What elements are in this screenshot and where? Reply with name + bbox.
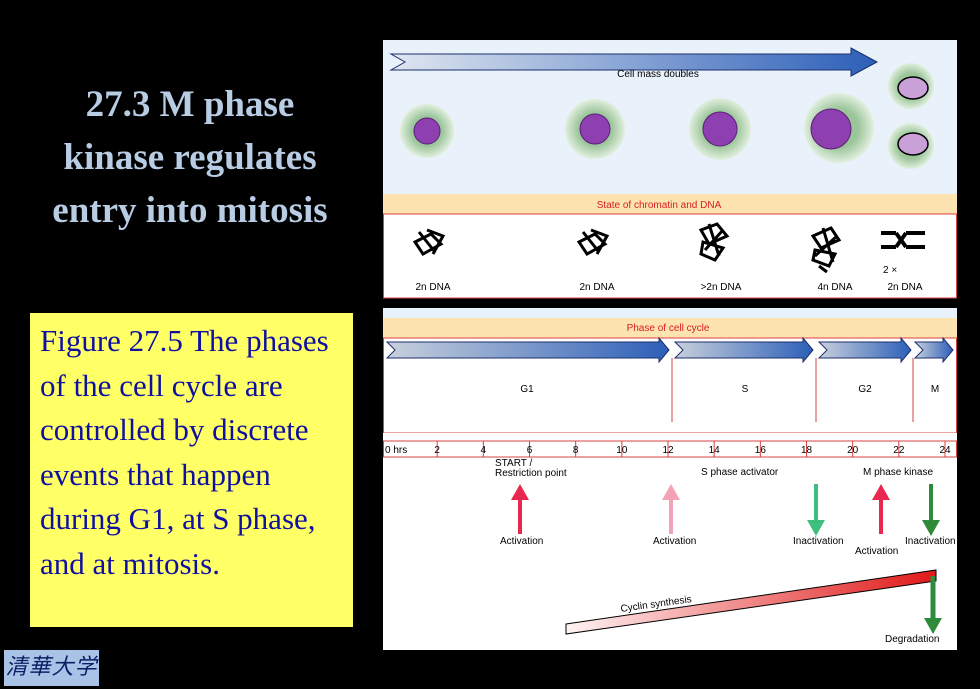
chromatin-header: State of chromatin and DNA [597,200,722,211]
time-tick-label: 6 [527,445,533,456]
chromatin-icon [698,222,730,262]
activation-label: Activation [653,536,696,547]
title-line: 27.3 M phase [85,84,295,125]
chromatin-panel [383,213,957,299]
cell-icon [804,93,874,163]
phase-arrows [385,336,954,364]
title-line: entry into mitosis [52,190,328,231]
cell-mass-arrow [389,47,879,77]
event-title: Restriction point [495,468,567,479]
phase-header: Phase of cell cycle [627,323,710,334]
time-tick-label: 24 [939,445,951,456]
cell-cycle-figure: Cell mass doubles State of chromatin and… [383,40,957,650]
event-title: START / [495,458,532,469]
cell-icon [400,104,454,158]
phase-label-s: S [742,384,749,395]
time-axis [383,440,957,458]
time-tick-label: 22 [893,445,905,456]
phase-header-bar [383,318,957,338]
inactivation-arrow [807,484,825,536]
cell-icon [565,99,625,159]
degradation-arrow [924,576,942,634]
activation-label: Activation [855,546,898,557]
phase-arrow-m [913,336,954,364]
event-title: M phase kinase [863,467,933,478]
slide-title: 27.3 M phase kinase regulates entry into… [20,78,360,237]
time-tick-label: 18 [801,445,813,456]
degradation-label: Degradation [885,634,939,645]
activation-label: Activation [500,536,543,547]
activation-arrow [872,484,890,534]
time-tick-label: 16 [755,445,767,456]
cell-icon [689,98,751,160]
inactivation-arrow [922,484,940,536]
dna-state-label: 2n DNA [887,282,922,293]
time-tick-label: 10 [616,445,628,456]
chromatin-icon [412,228,446,256]
dividing-cell-icon [888,63,934,169]
chromatin-header-bar [383,194,957,214]
cyclin-synthesis-wedge [565,569,937,635]
inactivation-label: Inactivation [905,536,956,547]
time-tick-label: 14 [709,445,721,456]
phase-arrow-g2 [817,336,912,364]
dna-state-label: 2n DNA [579,282,614,293]
dna-state-label: 2n DNA [415,282,450,293]
title-line: kinase regulates [63,137,317,178]
time-tick-label: 12 [662,445,674,456]
dna-multiplier-label: 2 × [883,265,897,276]
time-tick-label: 4 [481,445,487,456]
event-title: S phase activator [701,467,779,478]
chromatin-icons [412,222,925,274]
phase-label-m: M [931,384,939,395]
time-tick-label: 2 [434,445,440,456]
phase-label-g1: G1 [520,384,534,395]
dna-state-label: >2n DNA [701,282,742,293]
cell-mass-label: Cell mass doubles [617,69,699,80]
inactivation-label: Inactivation [793,536,844,547]
activation-arrow [511,484,529,534]
activation-arrow [662,484,680,534]
time-tick-label: 8 [573,445,579,456]
phase-label-g2: G2 [858,384,872,395]
figure-caption: Figure 27.5 The phases of the cell cycle… [30,313,353,627]
chromatin-icon [810,226,842,274]
time-tick-label: 0 hrs [385,445,407,456]
phase-arrow-s [673,336,814,364]
cell-growth-sequence [400,63,934,169]
dna-state-label: 4n DNA [817,282,852,293]
university-logo: 清華大学 [4,650,99,686]
chromatin-icon [576,228,610,256]
chromosome-pair-icon [881,231,925,249]
phase-arrow-g1 [385,336,670,364]
time-tick-label: 20 [847,445,859,456]
